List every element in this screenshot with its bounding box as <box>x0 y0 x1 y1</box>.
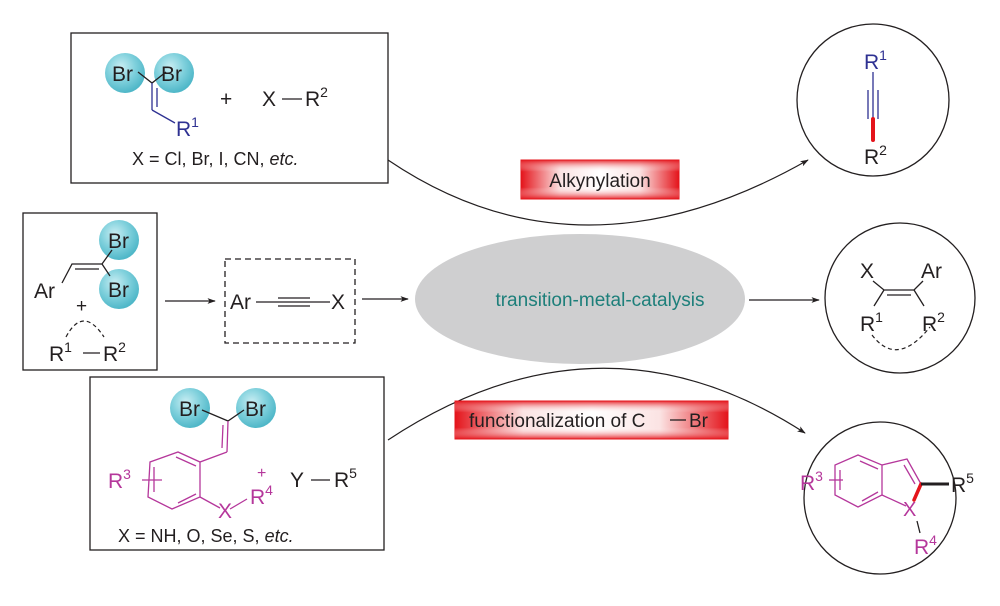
r2-label: R2 <box>305 84 328 111</box>
tether-dashed <box>871 326 931 351</box>
r1-label: R1 <box>49 339 72 366</box>
new-bond-red <box>912 482 923 502</box>
benzene-ring <box>142 451 228 510</box>
intermediate-frame <box>224 258 356 344</box>
top-reactant-box: Br Br R1 + X R2 X = Cl, Br, I, CN, etc. <box>70 32 389 184</box>
x-label: X <box>331 291 345 314</box>
r1-label: R1 <box>864 47 887 74</box>
alkyne-product-circle <box>796 23 950 177</box>
bromine-sphere <box>154 53 194 93</box>
x-label: X <box>218 500 232 523</box>
r2-label: R2 <box>922 309 945 336</box>
plus-sign: + <box>220 88 232 111</box>
ar-label: Ar <box>230 291 251 314</box>
vinyl-double-bond <box>221 420 229 453</box>
alkene-product-circle <box>824 222 976 374</box>
bottom-curved-arrow <box>387 367 806 441</box>
vinyl-bonds <box>61 249 113 284</box>
r2-label: R2 <box>103 339 126 366</box>
ar-label: Ar <box>34 280 55 303</box>
ar-label: Ar <box>921 260 942 283</box>
catalyst-ellipse <box>415 234 745 364</box>
benzo-ring <box>834 454 883 508</box>
r1-label: R1 <box>176 114 199 141</box>
plus-sign: + <box>257 465 266 482</box>
y-label: Y <box>290 469 304 492</box>
bromine-sphere <box>236 388 276 428</box>
heterocycle-product: R3 X R4 R5 <box>800 421 974 575</box>
alkene-bonds <box>872 280 925 307</box>
alkene-product: X Ar R1 R2 <box>824 222 976 374</box>
r2-label: R2 <box>864 142 887 169</box>
alkynylation-text: Alkynylation <box>549 171 650 192</box>
br-label: Br <box>108 230 129 253</box>
bromine-sphere <box>99 220 139 260</box>
tether-dashed <box>65 320 105 338</box>
bromine-sphere <box>105 53 145 93</box>
br-label: Br <box>179 398 200 421</box>
r5-label: R5 <box>334 465 357 492</box>
x-bonds <box>199 496 248 510</box>
r5-label: R5 <box>951 470 974 497</box>
br-label: Br <box>245 398 266 421</box>
heterocycle-product-circle <box>803 421 957 575</box>
r4-label: R4 <box>250 482 273 509</box>
x-label: X <box>262 88 276 111</box>
catalyst-label: transition-metal-catalysis <box>495 290 704 311</box>
br-label: Br <box>161 63 182 86</box>
x-label: X <box>860 260 874 283</box>
bromine-sphere <box>99 269 139 309</box>
top-reactant-frame <box>70 32 389 184</box>
top-curved-arrow <box>387 159 809 226</box>
double-bond <box>151 83 158 110</box>
r4-label: R4 <box>914 532 937 559</box>
bottom-reactant-frame <box>89 376 385 551</box>
br-text: Br <box>689 411 709 432</box>
five-ring <box>881 458 922 507</box>
r1-label: R1 <box>860 309 883 336</box>
r4-bond <box>916 520 921 534</box>
r3-label: R3 <box>800 468 823 495</box>
r3-label: R3 <box>108 466 131 493</box>
middle-reactant-box: Br Br Ar + R1 R2 <box>22 212 158 371</box>
top-caption: X = Cl, Br, I, CN, etc. <box>132 149 299 169</box>
r1-bond <box>151 109 176 124</box>
alkynylation-box-shade <box>521 160 679 199</box>
functionalization-label: functionalization of C Br <box>454 400 729 440</box>
functionalization-text: functionalization of C <box>469 411 645 432</box>
middle-reactant-frame <box>22 212 158 371</box>
haloalkyne-intermediate: Ar X <box>224 258 356 344</box>
br-label: Br <box>108 279 129 302</box>
alkyne-product: R1 R2 <box>796 23 950 177</box>
bottom-caption: X = NH, O, Se, S, etc. <box>118 526 294 546</box>
bottom-reactant-box: Br Br R3 X R4 + Y R5 X = NH, O, Se, S, e… <box>89 376 385 551</box>
catalyst-node: transition-metal-catalysis <box>415 234 745 364</box>
br-label: Br <box>112 63 133 86</box>
plus-sign: + <box>76 296 87 317</box>
x-label: X <box>903 499 916 521</box>
bromine-sphere <box>170 388 210 428</box>
alkynylation-label: Alkynylation <box>520 159 680 200</box>
